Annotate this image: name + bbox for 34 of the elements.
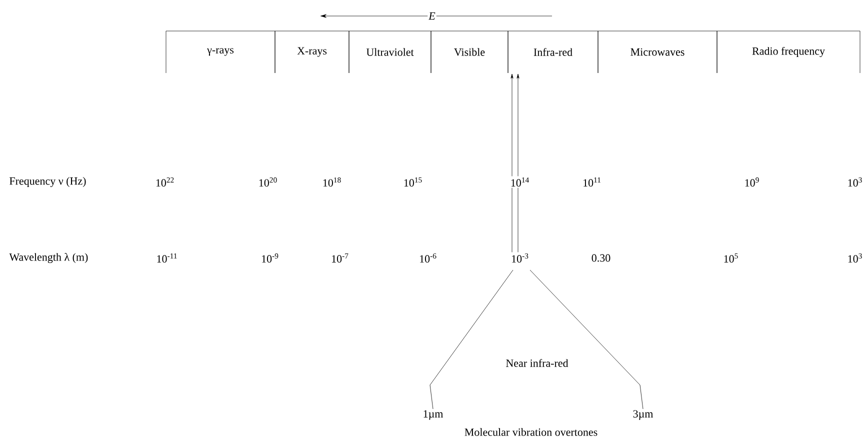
- frequency-value: 10$^{15}$: [404, 177, 422, 187]
- wavelength-value: 10$^{-7}$: [332, 253, 348, 263]
- band-cell: Infra-red: [508, 30, 598, 74]
- wavelength-value: 10$^{3}$: [848, 253, 862, 263]
- frequency-value: 10$^{3}$: [848, 177, 862, 187]
- connector-line: [510, 74, 514, 176]
- caption: Molecular vibration overtones: [464, 428, 598, 436]
- frequency-value: 10$^{20}$: [259, 177, 277, 187]
- wavelength-value: 10$^{-9}$: [262, 253, 278, 263]
- frequency-value: 10$^{18}$: [323, 177, 341, 187]
- wavelength-value: 10$^{-11}$: [157, 253, 177, 263]
- wavelength-value: 10$^{-3}$: [512, 253, 528, 263]
- wavelength-label: 1µm: [424, 410, 444, 420]
- frequency-value: 10$^{9}$: [745, 177, 759, 187]
- band-cell: X-rays: [274, 30, 350, 74]
- energy-label: E: [428, 11, 436, 21]
- connector-line: [530, 270, 644, 410]
- frequency-value: 10$^{22}$: [156, 177, 174, 187]
- row-heading: Wavelength λ (m): [9, 252, 88, 264]
- wavelength-value: 10$^{-6}$: [420, 253, 436, 263]
- frequency-value: 10$^{14}$: [511, 177, 529, 187]
- row-heading: Frequency ν (Hz): [10, 177, 86, 187]
- wavelength-value: 0.30: [592, 254, 610, 262]
- band-cell: γ-rays: [166, 30, 276, 74]
- connector-line: [430, 270, 514, 410]
- band-cell: Microwaves: [598, 30, 718, 74]
- wavelength-label: 3µm: [633, 410, 654, 420]
- band-cell: Visible: [430, 30, 508, 74]
- region-label: Near infra-red: [506, 359, 568, 367]
- connector-line: [516, 74, 520, 176]
- wavelength-value: 10$^{5}$: [724, 253, 738, 263]
- frequency-value: 10$^{11}$: [584, 177, 600, 187]
- band-cell: Ultraviolet: [348, 30, 432, 74]
- band-cell: Radio frequency: [716, 30, 860, 74]
